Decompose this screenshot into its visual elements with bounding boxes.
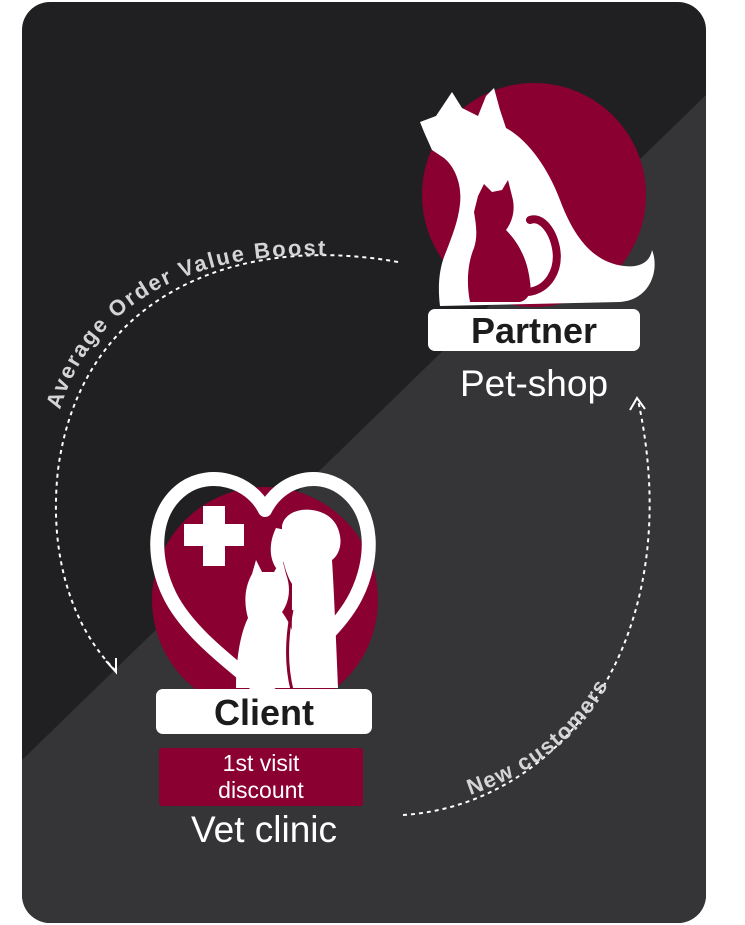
discount-line-2: discount (218, 777, 304, 803)
flow-arrow-to-client (54, 254, 399, 671)
dog-and-cat-icon (420, 88, 655, 306)
flow-arrow-to-partner (402, 399, 651, 816)
partner-subtitle: Pet-shop (459, 363, 609, 404)
client-subtitle: Vet clinic (190, 809, 337, 850)
partner-label: Partner (428, 309, 640, 351)
discount-badge: 1st visit discount (159, 748, 363, 806)
partner-node (420, 83, 655, 307)
flow-arrow-to-partner-head (629, 396, 646, 411)
client-label: Client (156, 689, 372, 734)
discount-line-1: 1st visit (222, 750, 300, 776)
flow-arrow-to-client-head (105, 658, 117, 675)
